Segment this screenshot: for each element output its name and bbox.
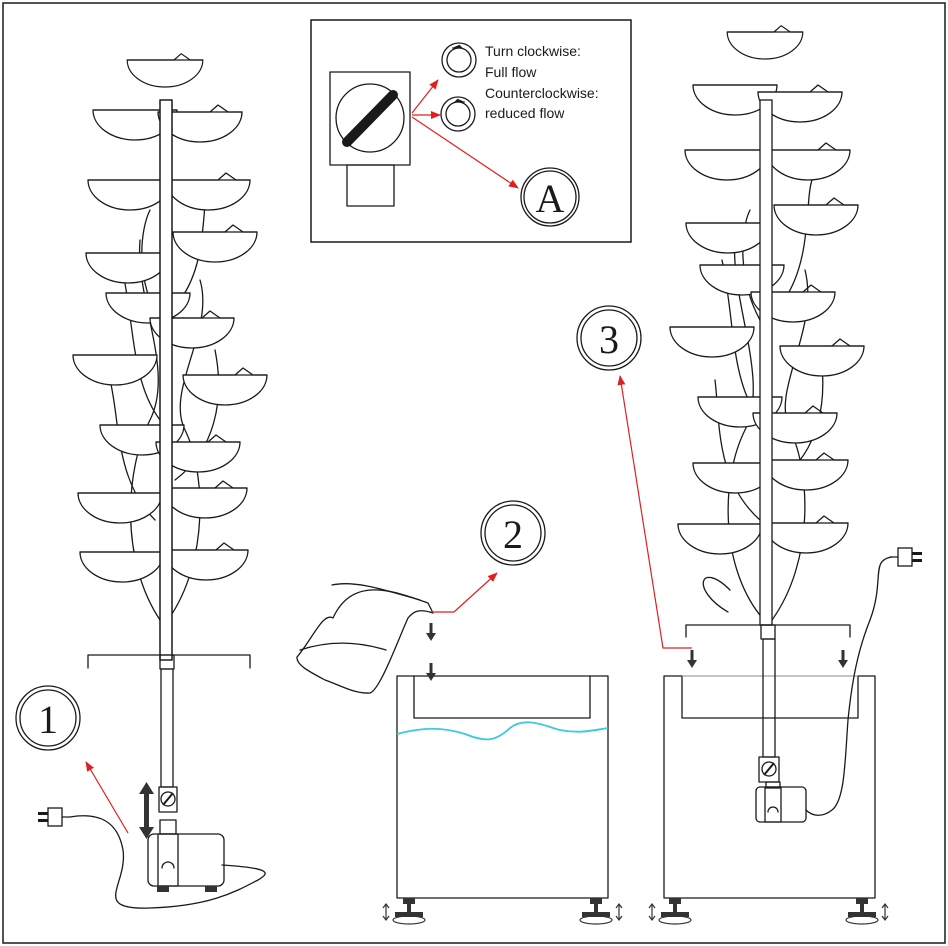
step-2-badge: 2 xyxy=(480,500,546,566)
fountain-tower-left xyxy=(72,53,268,661)
pump-right xyxy=(755,781,807,823)
legend-line-3: Counterclockwise: xyxy=(485,85,599,101)
svg-text:3: 3 xyxy=(599,317,619,362)
valve-stem xyxy=(346,164,395,207)
valve-legend-box: A Turn clockwise: Full flow Counterclock… xyxy=(310,19,632,243)
svg-text:1: 1 xyxy=(38,697,58,742)
step-1-badge: 1 xyxy=(15,685,81,751)
power-plug-left xyxy=(37,807,266,909)
svg-text:2: 2 xyxy=(503,512,523,557)
pump-left xyxy=(139,782,225,892)
legend-line-4: reduced flow xyxy=(485,105,565,121)
stand-bracket-left xyxy=(87,654,251,813)
marker-a: A xyxy=(520,167,580,227)
water-surface xyxy=(396,721,609,741)
fountain-tower-right xyxy=(669,25,865,626)
counterclockwise-rotation-icon xyxy=(440,96,476,132)
water-tank-right xyxy=(648,624,889,925)
step-3-badge: 3 xyxy=(576,305,642,371)
water-tank-middle xyxy=(382,675,623,925)
clockwise-rotation-icon xyxy=(441,42,477,78)
svg-text:A: A xyxy=(536,176,565,221)
power-plug-right xyxy=(805,547,923,816)
water-jug xyxy=(296,583,434,694)
legend-line-1: Turn clockwise: xyxy=(485,43,581,59)
valve-knob-icon xyxy=(335,83,405,153)
legend-line-2: Full flow xyxy=(485,64,537,80)
